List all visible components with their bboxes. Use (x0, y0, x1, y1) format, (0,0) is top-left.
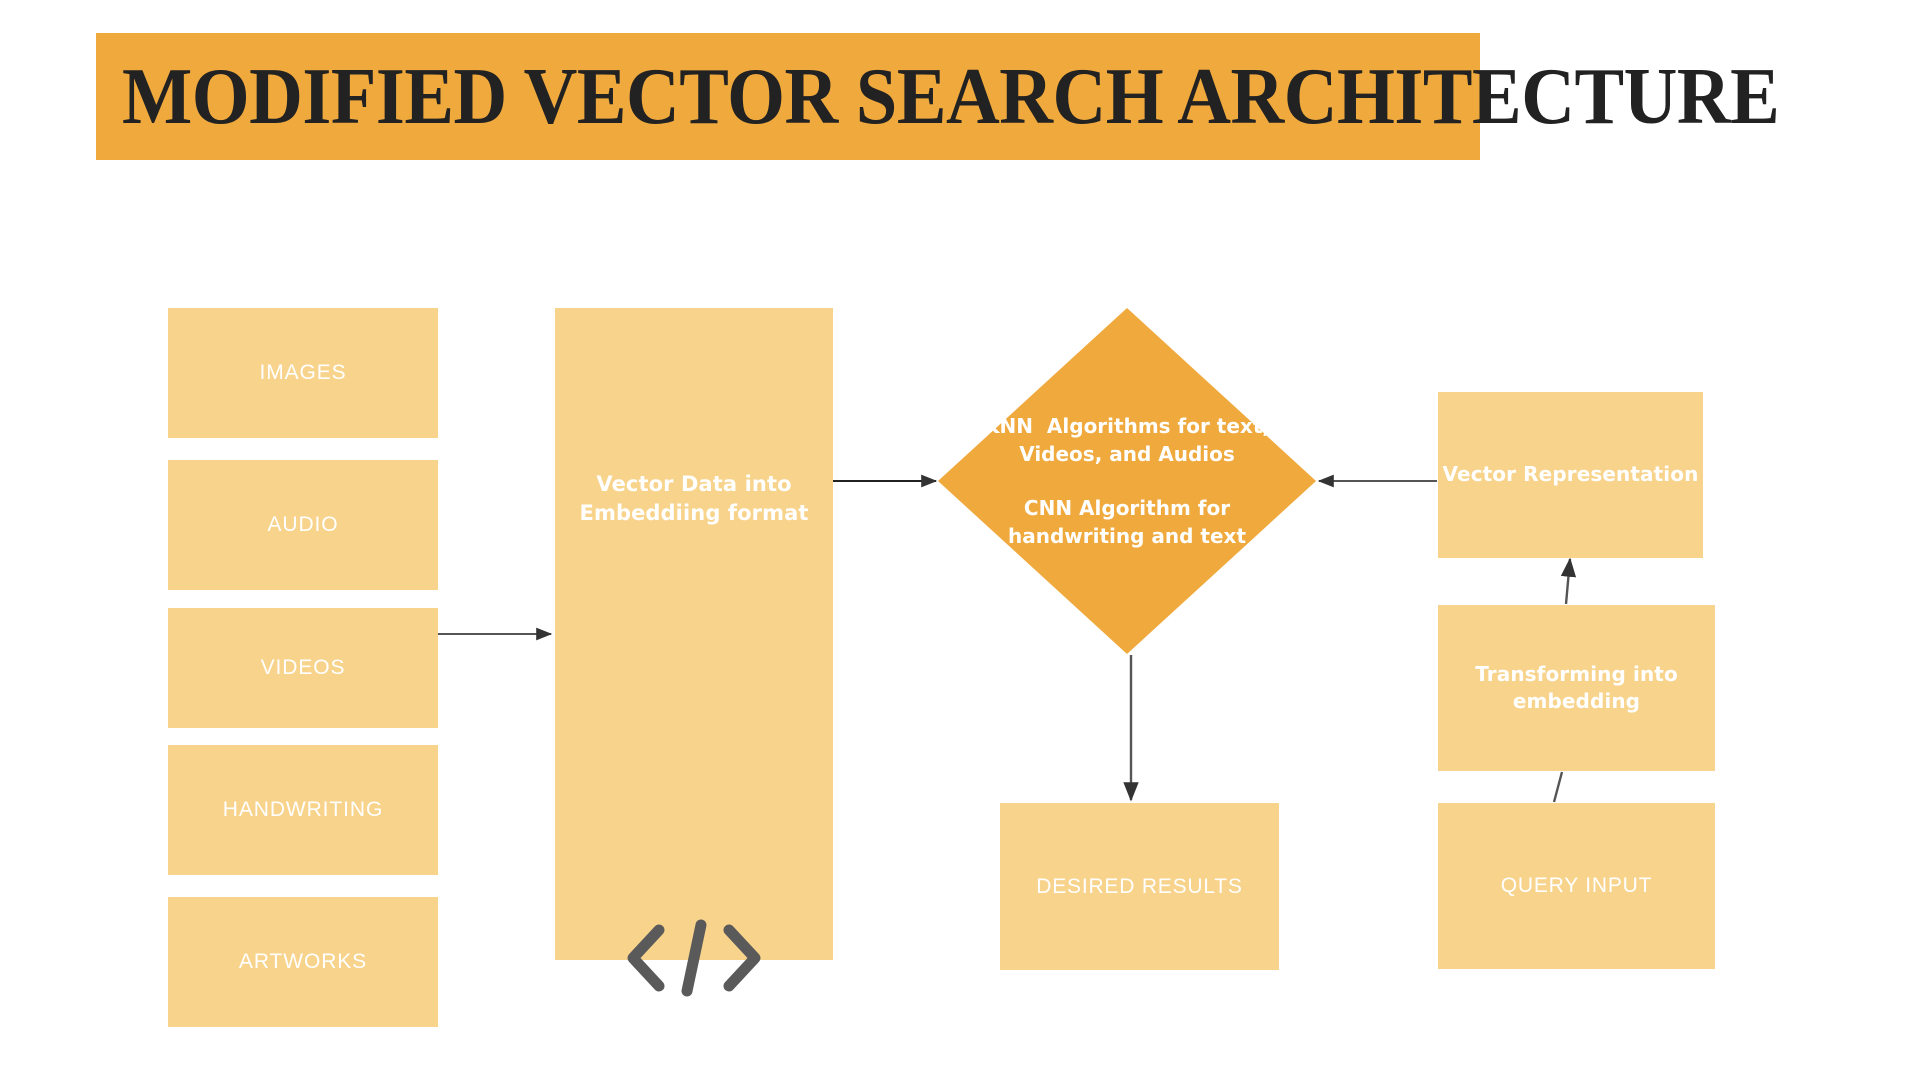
node-vector-representation[interactable]: Vector Representation (1438, 392, 1703, 558)
page-title: MODIFIED VECTOR SEARCH ARCHITECTURE (122, 52, 1780, 141)
node-vector-data-label: Vector Data into Embeddiing format (579, 472, 809, 525)
node-decision-algorithms[interactable]: KNN Algorithms for text, Videos, and Aud… (938, 308, 1316, 654)
node-videos-label: VIDEOS (260, 656, 346, 679)
node-vector-representation-label: Vector Representation (1442, 462, 1699, 487)
node-videos[interactable]: VIDEOS (168, 608, 438, 728)
arrow-transforming-to-vector-representation (1560, 557, 1577, 605)
node-desired-results[interactable]: DESIRED RESULTS (1000, 803, 1279, 970)
arrow-query-input-to-transforming (1552, 771, 1564, 803)
node-images[interactable]: IMAGES (168, 308, 438, 438)
node-transforming-label: Transforming into embedding (1475, 661, 1678, 713)
code-icon (627, 919, 761, 997)
node-images-label: IMAGES (259, 361, 347, 384)
node-query-input-label: QUERY INPUT (1500, 874, 1653, 897)
decision-line-2: Videos, and Audios (1019, 442, 1235, 466)
title-banner: MODIFIED VECTOR SEARCH ARCHITECTURE (96, 33, 1780, 160)
decision-line-4: handwriting and text (1007, 524, 1247, 548)
node-vector-data[interactable]: Vector Data into Embeddiing format (555, 308, 833, 997)
decision-line-3: CNN Algorithm for (1023, 496, 1231, 520)
node-handwriting-label: HANDWRITING (222, 798, 384, 821)
node-artworks[interactable]: ARTWORKS (168, 897, 438, 1027)
node-audio[interactable]: AUDIO (168, 460, 438, 590)
node-artworks-label: ARTWORKS (238, 950, 368, 973)
node-audio-label: AUDIO (267, 513, 339, 536)
node-decision-text: KNN Algorithms for text, Videos, and Aud… (938, 308, 1316, 654)
node-transforming-into-embedding[interactable]: Transforming into embedding (1438, 605, 1715, 771)
decision-line-1: KNN Algorithms for text, (984, 414, 1270, 438)
node-handwriting[interactable]: HANDWRITING (168, 745, 438, 875)
node-query-input[interactable]: QUERY INPUT (1438, 803, 1715, 969)
node-desired-results-label: DESIRED RESULTS (1036, 874, 1243, 898)
